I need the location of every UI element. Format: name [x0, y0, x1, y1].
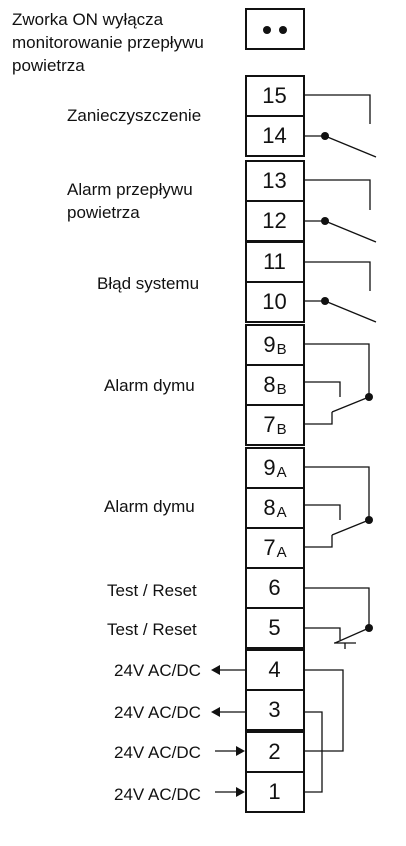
arrow-head-left	[211, 707, 220, 717]
terminal-11: 11	[245, 241, 305, 283]
jumper-pin	[263, 26, 271, 34]
switch-blade	[331, 396, 370, 413]
relay-label-system-error: Błąd systemu	[97, 272, 199, 295]
arrow-head-left	[211, 665, 220, 675]
terminal-5: 5	[245, 607, 305, 649]
power-arrows	[215, 669, 245, 793]
contact-line	[305, 504, 341, 520]
relay-label-line: Błąd systemu	[97, 274, 200, 293]
test-reset-switch	[305, 587, 370, 649]
terminal-2: 2	[245, 731, 305, 773]
relay-contacts-smoke-a	[305, 466, 370, 548]
terminal-6: 6	[245, 567, 305, 609]
contact-node	[321, 132, 329, 140]
jumper-label-line: powietrza	[12, 56, 85, 75]
switch-blade	[324, 135, 377, 158]
contact-line	[305, 94, 371, 124]
jumper-label-line: monitorowanie przepływu	[12, 33, 204, 52]
switch-blade	[324, 300, 377, 323]
relay-contacts-airflow	[305, 179, 377, 243]
relay-label-line: Zanieczyszczenie	[67, 106, 202, 125]
switch-blade	[334, 627, 370, 644]
contact-node	[321, 217, 329, 225]
relay-contacts-smoke-b	[305, 343, 370, 425]
relay-label-smoke-b: Alarm dymu	[104, 374, 195, 397]
power-label-1: 24V AC/DC	[114, 785, 201, 804]
relay-label-smoke-a: Alarm dymu	[104, 495, 195, 518]
contact-line	[305, 412, 333, 425]
relay-contacts-contamination	[305, 94, 377, 158]
contact-line	[305, 261, 371, 291]
terminal-10: 10	[245, 281, 305, 323]
contact-line	[305, 343, 370, 397]
terminal-1: 1	[245, 771, 305, 813]
terminal-4: 4	[245, 649, 305, 691]
bridge-4-2	[305, 669, 344, 752]
switch-blade	[324, 220, 377, 243]
contact-node	[365, 516, 373, 524]
terminal-3: 3	[245, 689, 305, 731]
terminal-14: 14	[245, 115, 305, 157]
contact-line	[305, 466, 370, 520]
contact-line	[305, 587, 370, 628]
contact-line	[305, 381, 341, 397]
relay-label-airflow: Alarm przepływu powietrza	[67, 178, 193, 224]
bridge-3-1	[305, 711, 323, 793]
jumper-label-line: Zworka ON wyłącza	[12, 10, 164, 29]
power-label-4: 24V AC/DC	[114, 661, 201, 680]
test-reset-label: Test / Reset	[107, 581, 197, 600]
contact-line	[305, 535, 333, 548]
power-label-3: 24V AC/DC	[114, 703, 201, 722]
relay-label-line: powietrza	[67, 203, 140, 222]
contact-node	[365, 624, 373, 632]
contact-node	[321, 297, 329, 305]
relay-label-line: Alarm dymu	[104, 497, 195, 516]
relay-label-line: Alarm przepływu	[67, 180, 193, 199]
arrow-head-right	[236, 746, 245, 756]
relay-contacts-system-error	[305, 261, 377, 323]
switch-blade	[331, 519, 370, 536]
contact-line	[305, 179, 371, 210]
relay-label-line: Alarm dymu	[104, 376, 195, 395]
jumper-block[interactable]	[245, 8, 305, 50]
jumper-pin	[279, 26, 287, 34]
test-reset-label: Test / Reset	[107, 620, 197, 639]
power-bridges	[305, 669, 344, 793]
relay-label-contamination: Zanieczyszczenie	[67, 104, 201, 127]
power-label-2: 24V AC/DC	[114, 743, 201, 762]
contact-line	[305, 627, 341, 640]
jumper-label: Zworka ON wyłącza monitorowanie przepływ…	[12, 8, 204, 77]
contact-node	[365, 393, 373, 401]
terminal-15: 15	[245, 75, 305, 117]
arrow-head-right	[236, 787, 245, 797]
